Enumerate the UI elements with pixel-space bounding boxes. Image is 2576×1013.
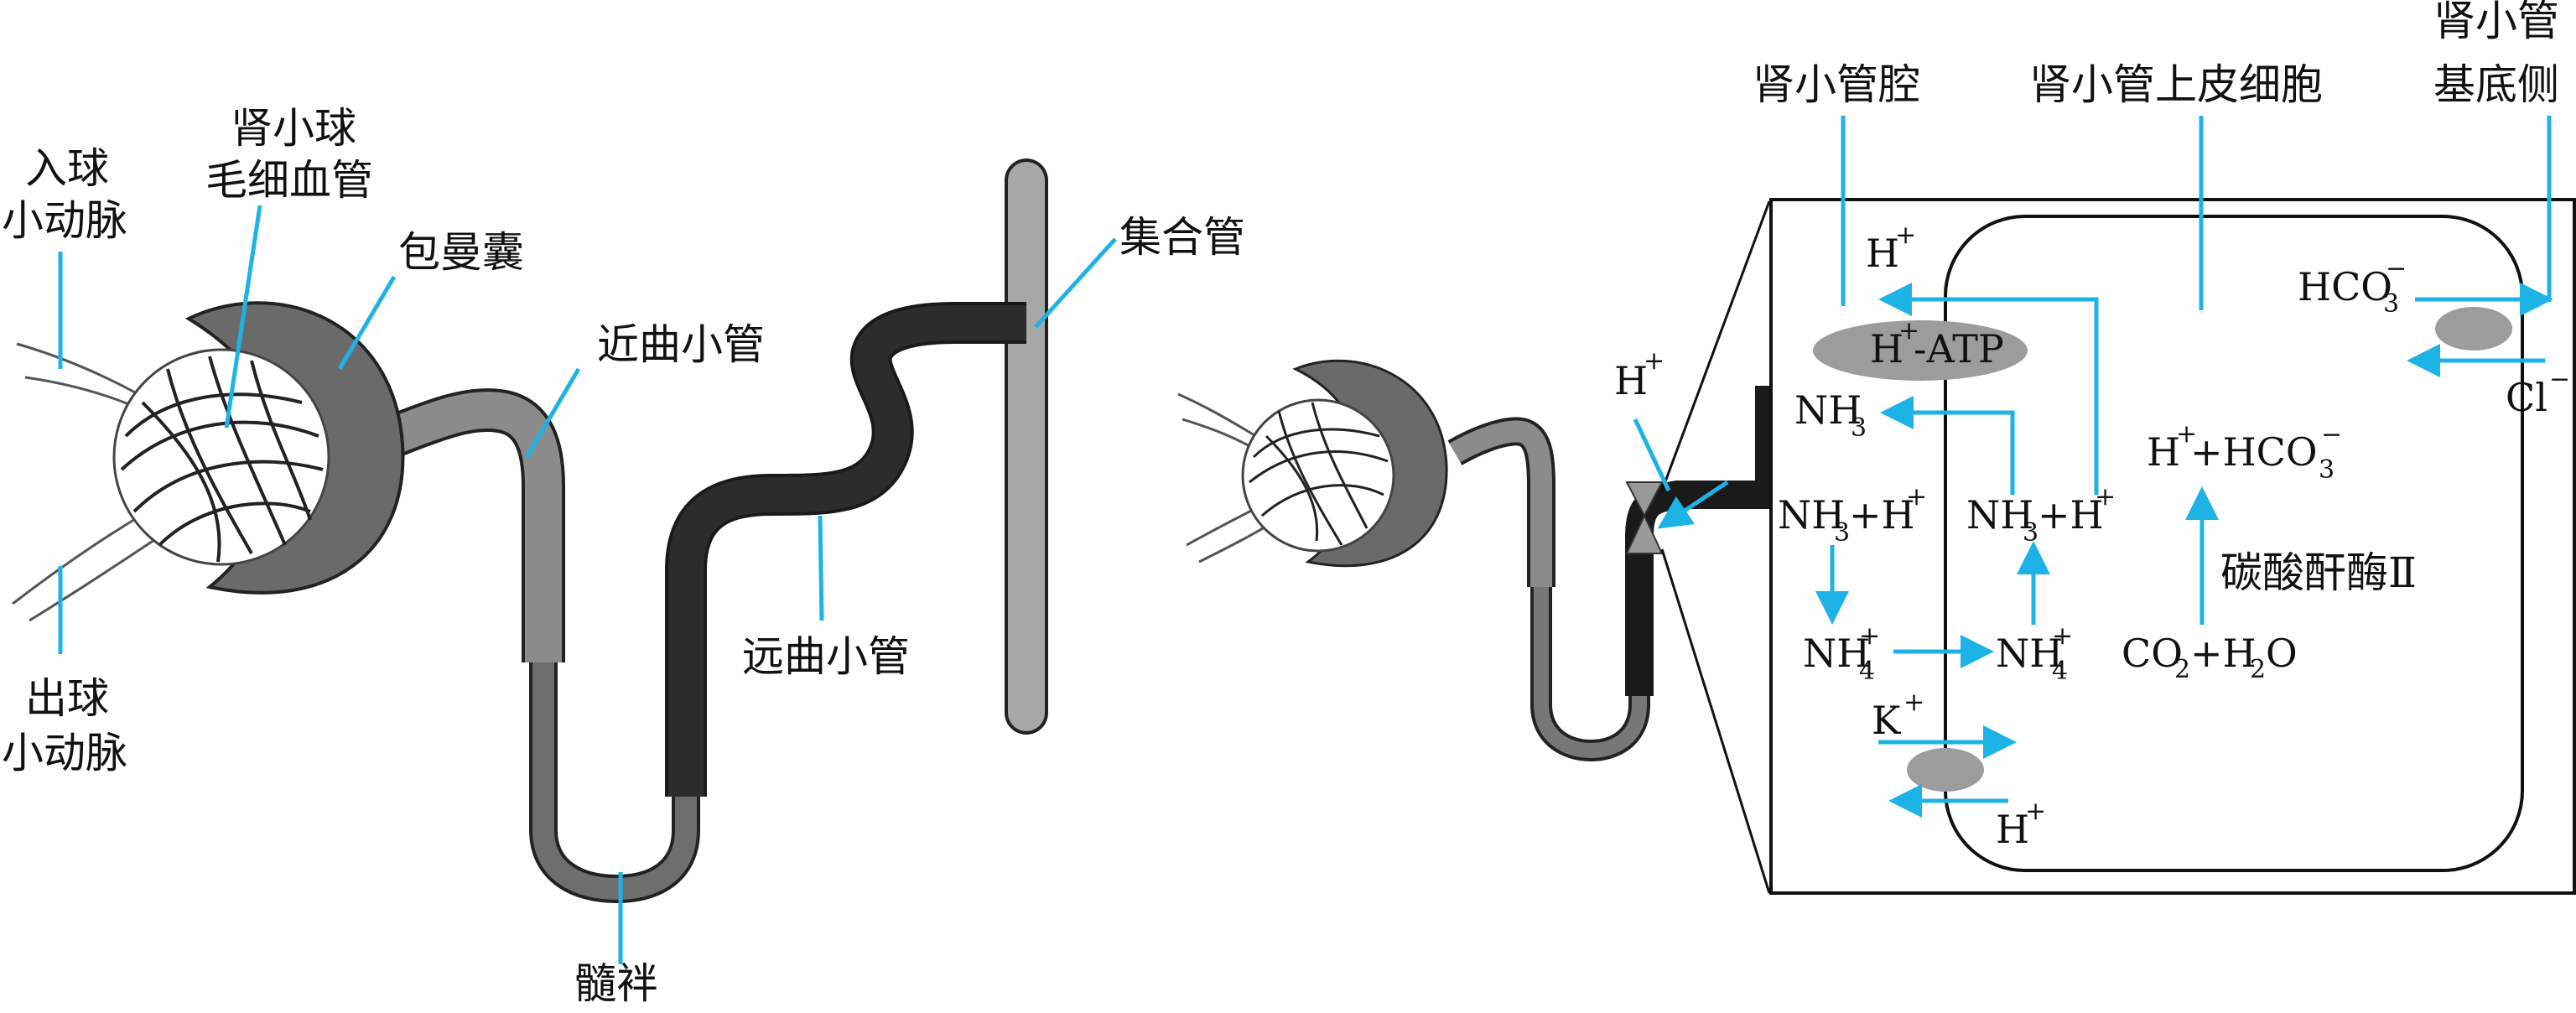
proximal-tubule-label: 近曲小管 xyxy=(597,320,765,369)
nh3-lumen: NH xyxy=(1794,387,1862,433)
afferent-arteriole-label-1: 入球 xyxy=(25,144,109,193)
mini-distal-tube xyxy=(1625,386,1784,696)
k-ion: K xyxy=(1872,698,1902,743)
glomerulus-capillary-loops xyxy=(120,356,324,563)
nh3-h-lumen: NH xyxy=(1778,492,1845,538)
efferent-arteriole-label-2: 小动脉 xyxy=(2,729,127,777)
glomerulus-circle xyxy=(112,348,330,566)
h-atpase-pump xyxy=(1813,320,2028,381)
collecting-duct-label: 集合管 xyxy=(1119,213,1245,262)
afferent-arteriole-label-2: 小动脉 xyxy=(2,196,127,245)
h-atp-h: H xyxy=(1870,326,1903,371)
h-hco3: H xyxy=(2147,429,2180,475)
left-nephron xyxy=(12,158,1048,904)
detail-box-frame xyxy=(1769,198,2576,895)
epithelial-cell xyxy=(1944,215,2524,872)
mini-glomerulus-loops xyxy=(1249,402,1389,546)
svg-text:3: 3 xyxy=(2383,289,2399,319)
right-labels: 肾小管腔 肾小管上皮细胞 肾小管 基底侧 xyxy=(1753,0,2559,109)
svg-text:+: + xyxy=(1895,221,1916,250)
glomerulus-capillary-label-1: 肾小球 xyxy=(231,104,356,153)
distal-tubule-tube xyxy=(665,302,1026,797)
left-labels: 入球 小动脉 肾小球 毛细血管 包曼囊 近曲小管 集合管 远曲小管 出球 小动脉… xyxy=(2,104,1245,1008)
distal-tubule-label: 远曲小管 xyxy=(742,632,910,681)
svg-text:3: 3 xyxy=(1851,413,1867,443)
svg-text:2: 2 xyxy=(2250,655,2266,684)
right-mini-nephron xyxy=(1177,359,1784,762)
svg-text:+: + xyxy=(1903,688,1924,717)
svg-text:+: + xyxy=(1898,316,1919,345)
zoom-line-top xyxy=(1660,200,1771,491)
svg-text:+: + xyxy=(1644,346,1665,376)
svg-text:+: + xyxy=(1906,482,1927,512)
svg-text:+: + xyxy=(2052,621,2073,651)
k-h-exchanger xyxy=(1907,748,1984,792)
hco3-cl-exchanger xyxy=(2435,307,2512,351)
zoom-line-bottom xyxy=(1660,548,1771,894)
co2-h2o: CO xyxy=(2122,631,2183,676)
efferent-arteriole-label-1: 出球 xyxy=(25,674,109,723)
svg-text:3: 3 xyxy=(2319,455,2334,485)
flow-arrows xyxy=(1815,283,2553,818)
svg-text:−: − xyxy=(2386,254,2407,283)
basolateral-label-2: 基底侧 xyxy=(2433,60,2559,109)
svg-text:−: − xyxy=(2549,365,2570,394)
tubule-lumen-label: 肾小管腔 xyxy=(1753,60,1920,109)
nh4-cell: NH xyxy=(1996,631,2063,676)
h-atp-suffix: -ATP xyxy=(1914,326,2004,371)
basolateral-label-1: 肾小管 xyxy=(2433,0,2559,45)
svg-text:3: 3 xyxy=(2023,518,2038,548)
h-top: H xyxy=(1866,231,1899,276)
mini-h-plus: H + xyxy=(1614,346,1729,529)
nh3-h-cell: NH xyxy=(1966,492,2033,538)
svg-text:+H: +H xyxy=(2190,631,2257,676)
cl-ion: Cl xyxy=(2506,375,2547,420)
svg-text:H: H xyxy=(1614,358,1648,403)
nh4-lumen: NH xyxy=(1803,631,1870,676)
svg-text:+: + xyxy=(1859,621,1880,651)
svg-text:3: 3 xyxy=(1834,518,1850,548)
svg-text:+: + xyxy=(2025,797,2046,826)
detail-box xyxy=(1769,198,2576,895)
hco3-basolateral: HCO xyxy=(2298,264,2392,309)
svg-text:4: 4 xyxy=(1859,657,1875,686)
tubule-epithelium-label: 肾小管上皮细胞 xyxy=(2029,60,2323,109)
left-leader-lines xyxy=(58,205,1117,964)
svg-text:O: O xyxy=(2266,631,2298,676)
loop-of-henle-label: 髓袢 xyxy=(574,959,658,1008)
loop-of-henle-tube xyxy=(529,662,700,904)
svg-text:2: 2 xyxy=(2174,655,2190,684)
chem-labels: H + H + -ATP NH 3 HCO 3 − Cl − H + +HCO … xyxy=(1778,221,2570,852)
mini-loop-tube xyxy=(1530,587,1650,762)
svg-text:4: 4 xyxy=(2052,657,2068,686)
svg-text:+H: +H xyxy=(2038,492,2104,538)
carbonic-anhydrase-label: 碳酸酐酶Ⅱ xyxy=(2220,548,2417,597)
svg-text:+HCO: +HCO xyxy=(2190,429,2318,475)
svg-text:+H: +H xyxy=(1849,492,1915,538)
bowman-capsule-label: 包曼囊 xyxy=(398,228,524,277)
svg-text:−: − xyxy=(2321,420,2342,449)
glomerulus-capillary-label-2: 毛细血管 xyxy=(205,156,373,205)
right-leader-lines xyxy=(1841,116,2552,310)
svg-text:+: + xyxy=(2176,419,2197,449)
h-bottom: H xyxy=(1996,807,2029,852)
